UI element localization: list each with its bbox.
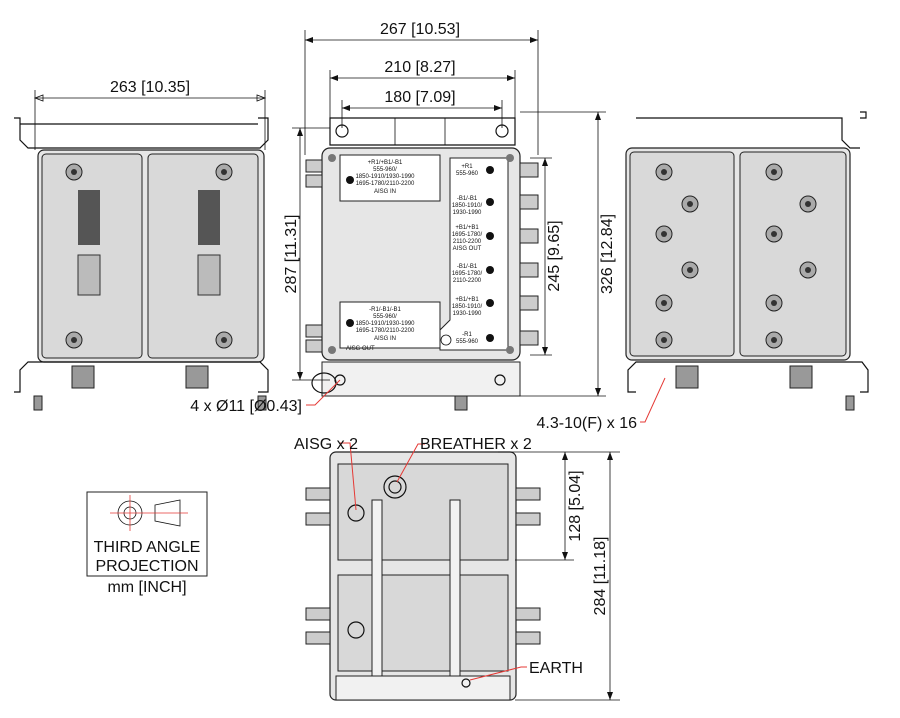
svg-text:1850-1910/: 1850-1910/ xyxy=(452,304,483,310)
callout-earth: EARTH xyxy=(529,660,583,677)
callout-aisg: AISG x 2 xyxy=(294,436,358,453)
svg-text:2110-2200: 2110-2200 xyxy=(453,278,482,284)
dim-height-287: 287 [11.31] xyxy=(283,215,300,294)
svg-text:1695-1780/2110-2200: 1695-1780/2110-2200 xyxy=(356,328,415,334)
projection-line1: THIRD ANGLE xyxy=(94,539,201,556)
front-label-right-5: +B1/+B1 1850-1910/ 1930-1990 xyxy=(452,297,483,317)
aisg-out-label: AISG OUT xyxy=(346,346,375,352)
callout-breather: BREATHER x 2 xyxy=(420,436,532,453)
svg-text:AISG IN: AISG IN xyxy=(374,336,396,342)
front-label-top-left: +R1/+B1/-B1 555-960/ 1850-1910/1930-1990… xyxy=(355,160,415,195)
dim-height-326: 326 [12.84] xyxy=(599,214,616,294)
svg-text:+B1/+B1: +B1/+B1 xyxy=(455,297,479,303)
bottom-right-connectors xyxy=(515,487,541,645)
svg-text:555-960: 555-960 xyxy=(456,339,479,345)
svg-text:+B1/+B1: +B1/+B1 xyxy=(455,225,479,231)
front-label-right-2: -B1/-B1 1850-1910/ 1930-1990 xyxy=(452,196,483,216)
svg-text:555-960/: 555-960/ xyxy=(373,167,397,173)
svg-text:AISG OUT: AISG OUT xyxy=(453,246,482,252)
svg-text:1695-1780/: 1695-1780/ xyxy=(452,232,483,238)
svg-text:1850-1910/1930-1990: 1850-1910/1930-1990 xyxy=(355,174,415,180)
svg-text:1930-1990: 1930-1990 xyxy=(453,311,482,317)
front-label-right-1: +R1 555-960 xyxy=(456,164,479,177)
bottom-view: 128 [5.04] 284 [11.18] xyxy=(305,451,620,701)
callout-connectors: 4.3-10(F) x 16 xyxy=(537,415,638,432)
front-left-connectors xyxy=(305,159,323,353)
svg-text:-R1/-B1/-B1: -R1/-B1/-B1 xyxy=(369,307,401,313)
bottom-left-connectors xyxy=(305,487,331,645)
dim-width-267: 267 [10.53] xyxy=(380,21,460,38)
dim-width-263: 263 [10.35] xyxy=(110,79,190,96)
dim-height-245: 245 [9.65] xyxy=(546,220,563,291)
dim-width-210: 210 [8.27] xyxy=(384,59,455,76)
svg-text:555-960/: 555-960/ xyxy=(373,314,397,320)
svg-text:2110-2200: 2110-2200 xyxy=(453,239,482,245)
svg-text:1930-1990: 1930-1990 xyxy=(453,210,482,216)
svg-text:1850-1910/1930-1990: 1850-1910/1930-1990 xyxy=(355,321,415,327)
callout-holes: 4 x Ø11 [Ø0.43] xyxy=(190,398,302,415)
front-right-connectors xyxy=(519,162,539,346)
svg-text:AISG IN: AISG IN xyxy=(374,189,396,195)
svg-text:-B1/-B1: -B1/-B1 xyxy=(457,264,478,270)
svg-text:-B1/-B1: -B1/-B1 xyxy=(457,196,478,202)
dim-height-128: 128 [5.04] xyxy=(567,470,584,541)
right-side-view xyxy=(625,111,869,411)
front-label-right-6: -R1 555-960 xyxy=(456,332,479,345)
front-label-bottom-left: -R1/-B1/-B1 555-960/ 1850-1910/1930-1990… xyxy=(355,307,415,342)
front-view: 267 [10.53] 210 [8.27] 180 [7.09] xyxy=(283,21,616,411)
svg-text:1695-1780/2110-2200: 1695-1780/2110-2200 xyxy=(356,181,415,187)
projection-box: THIRD ANGLE PROJECTION mm [INCH] xyxy=(86,491,208,596)
front-label-right-3: +B1/+B1 1695-1780/ 2110-2200 AISG OUT xyxy=(452,225,483,252)
svg-text:555-960: 555-960 xyxy=(456,171,479,177)
left-side-view: 263 [10.35] xyxy=(14,79,269,411)
projection-units: mm [INCH] xyxy=(107,579,186,596)
svg-text:+R1: +R1 xyxy=(461,164,473,170)
svg-text:1695-1780/: 1695-1780/ xyxy=(452,271,483,277)
svg-text:-R1: -R1 xyxy=(462,332,472,338)
svg-text:1850-1910/: 1850-1910/ xyxy=(452,203,483,209)
dim-height-284: 284 [11.18] xyxy=(592,537,609,616)
front-label-right-4: -B1/-B1 1695-1780/ 2110-2200 xyxy=(452,264,483,284)
dim-width-180: 180 [7.09] xyxy=(384,89,455,106)
projection-line2: PROJECTION xyxy=(95,558,198,575)
svg-text:+R1/+B1/-B1: +R1/+B1/-B1 xyxy=(368,160,403,166)
